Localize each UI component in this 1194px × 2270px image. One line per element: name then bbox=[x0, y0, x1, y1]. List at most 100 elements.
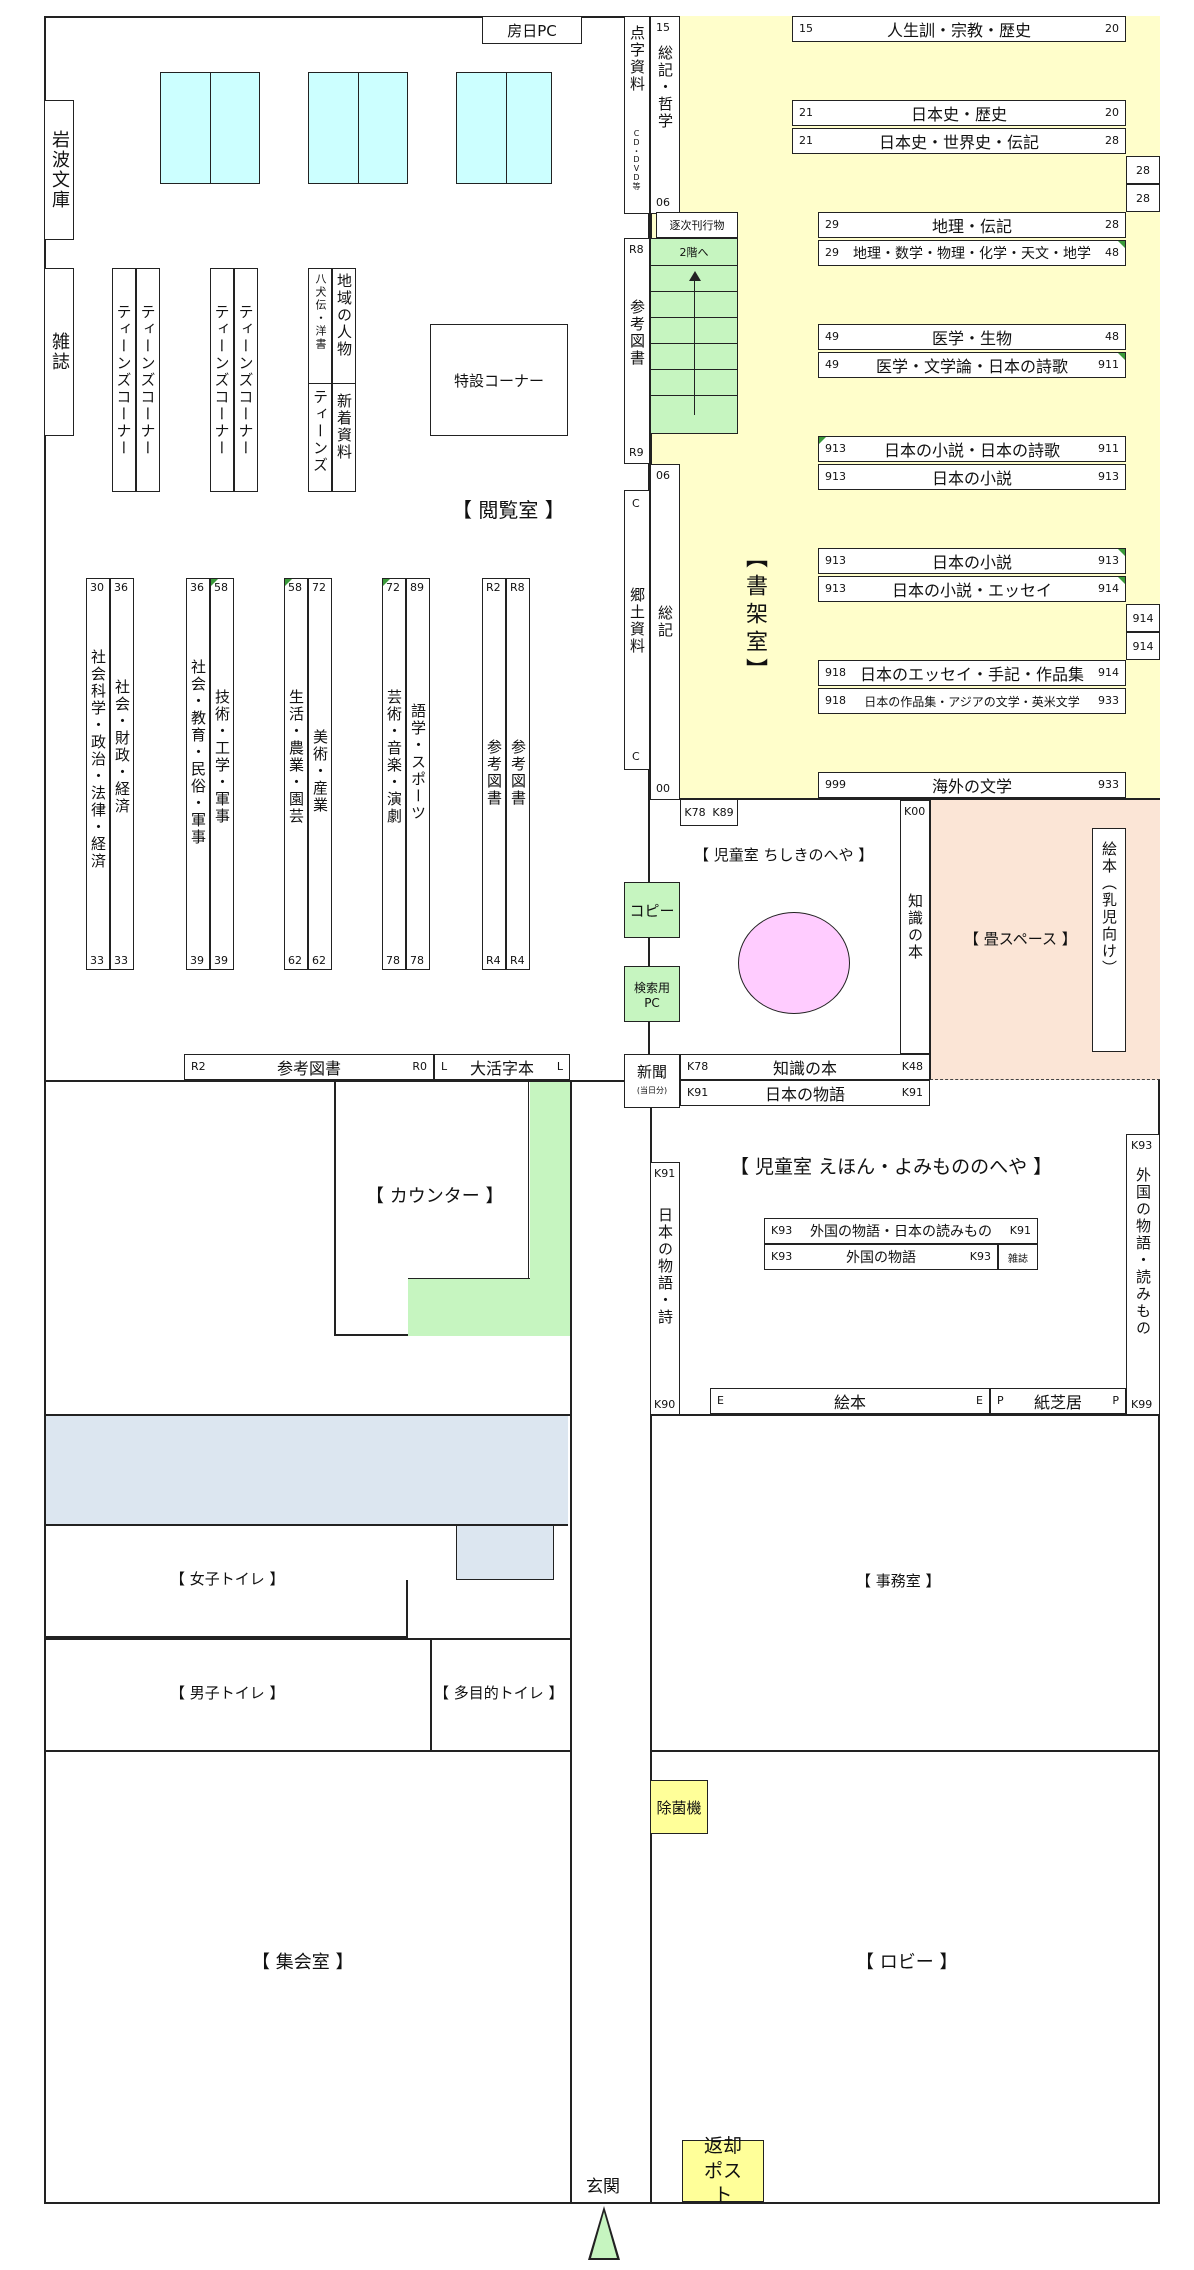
building-outline bbox=[44, 16, 1160, 2204]
teens-corner-shelf: ティーンズコーナー bbox=[112, 268, 136, 492]
local-history-shelf: C 郷土資料 C bbox=[624, 490, 650, 770]
floor-shelf-label: 社会・財政・経済 bbox=[113, 679, 131, 815]
entrance-label: 玄関 bbox=[586, 2177, 620, 2197]
new-items-label: 新着資料 bbox=[335, 393, 353, 461]
wall-code: 28 bbox=[1126, 184, 1160, 212]
local-people-shelf: 地域の人物 新着資料 bbox=[332, 268, 356, 492]
copy-machine[interactable]: コピー bbox=[624, 882, 680, 938]
foreign-stories-vertical-label: 外国の物語・読みもの bbox=[1134, 1167, 1152, 1337]
stairs-label: 2階へ bbox=[651, 239, 737, 266]
local-people-label: 地域の人物 bbox=[335, 273, 353, 358]
floor-shelf-label: 参考図書 bbox=[485, 739, 503, 807]
newspaper-shelf: 新聞 (当日分) bbox=[624, 1054, 680, 1108]
office-label: 【 事務室 】 bbox=[856, 1572, 941, 1590]
arrow-head-icon bbox=[689, 271, 701, 281]
multipurpose-restroom-label: 【 多目的トイレ 】 bbox=[434, 1684, 564, 1702]
return-post[interactable]: 返却ポスト bbox=[682, 2135, 764, 2206]
local-history-label: 郷土資料 bbox=[628, 587, 646, 655]
teens-corner-shelf: ティーンズコーナー bbox=[136, 268, 160, 492]
hakkenden-shelf: 八犬伝・洋書 ティーンズ bbox=[308, 268, 332, 492]
pc-label: 房日PC bbox=[482, 16, 582, 44]
floor-shelf-label: 社会・教育・民俗・軍事 bbox=[189, 659, 207, 846]
stairs-to-2f[interactable]: 2階へ bbox=[650, 238, 738, 434]
corridor-wall bbox=[570, 1080, 572, 2204]
reading-table bbox=[456, 72, 552, 184]
floor-shelf-label: 参考図書 bbox=[509, 739, 527, 807]
room-divider bbox=[44, 1638, 570, 1640]
room-divider bbox=[44, 1414, 570, 1416]
sokisho-top-label: 総記・哲学 bbox=[656, 45, 674, 130]
counter-label: 【 カウンター 】 bbox=[366, 1186, 504, 1207]
stack-room-label: 【書架室】 bbox=[742, 546, 767, 686]
magazine-island: 雑誌 bbox=[998, 1244, 1038, 1270]
floor-shelf-label: 語学・スポーツ bbox=[409, 703, 427, 822]
japanese-stories-vertical-label: 日本の物語・詩 bbox=[656, 1207, 674, 1326]
japanese-stories-vertical-shelf: K91 日本の物語・詩 K90 bbox=[650, 1162, 680, 1416]
chishiki-room-label: 【 児童室 ちしきのへや 】 bbox=[694, 846, 874, 864]
special-corner: 特設コーナー bbox=[430, 324, 568, 436]
women-restroom-label: 【 女子トイレ 】 bbox=[170, 1570, 285, 1588]
sokisho-shelf-top: 15 総記・哲学 06 bbox=[650, 16, 680, 214]
reading-table bbox=[160, 72, 260, 184]
ehon-room-label: 【 児童室 えほん・よみもののへや 】 bbox=[730, 1156, 1053, 1178]
sokisho-bottom-label: 総記 bbox=[656, 605, 674, 639]
chishiki-vertical-shelf: K00 知識の本 bbox=[900, 800, 930, 1054]
newspaper-sub-label: (当日分) bbox=[636, 1086, 668, 1095]
storage-small bbox=[456, 1526, 554, 1580]
lobby-label: 【 ロビー 】 bbox=[856, 1952, 958, 1973]
teens-label: ティーンズ bbox=[311, 389, 329, 474]
hakkenden-label: 八犬伝・洋書 bbox=[314, 273, 327, 351]
sterilizer: 除菌機 bbox=[650, 1780, 708, 1834]
reading-table bbox=[308, 72, 408, 184]
reference-vertical-shelf: R8 参考図書 R9 bbox=[624, 238, 650, 464]
floor-shelf-label: 美術・産業 bbox=[311, 729, 329, 814]
chishiki-vertical-label: 知識の本 bbox=[906, 893, 924, 961]
counter-desk-edge bbox=[408, 1278, 530, 1279]
room-divider bbox=[650, 1750, 1160, 1752]
corridor-wall bbox=[650, 1080, 652, 2204]
wall-code: 914 bbox=[1126, 632, 1160, 660]
reference-label: 参考図書 bbox=[628, 299, 646, 367]
braille-shelf: 点字資料 CD・DVD等 bbox=[624, 16, 650, 214]
floor-shelf-label: 生活・農業・園芸 bbox=[287, 689, 305, 825]
men-restroom-label: 【 男子トイレ 】 bbox=[170, 1684, 285, 1702]
wall-code: 28 bbox=[1126, 156, 1160, 184]
meeting-room-label: 【 集会室 】 bbox=[252, 1952, 354, 1973]
reading-room-label: 【 閲覧室 】 bbox=[452, 498, 565, 522]
teens-corner-shelf: ティーンズコーナー bbox=[234, 268, 258, 492]
sokisho-shelf-bottom: 06 総記 00 bbox=[650, 464, 680, 800]
magazine-shelf: 雑誌 bbox=[44, 268, 74, 436]
periodicals-label: 逐次刊行物 bbox=[656, 212, 738, 238]
floor-shelf-label: 芸術・音楽・演劇 bbox=[385, 689, 403, 825]
braille-sub-label: CD・DVD等 bbox=[632, 129, 641, 190]
tatami-label: 【 畳スペース 】 bbox=[964, 930, 1077, 948]
search-pc[interactable]: 検索用PC bbox=[624, 966, 680, 1022]
floor-shelf-label: 技術・工学・軍事 bbox=[213, 689, 231, 825]
counter-desk bbox=[408, 1278, 570, 1336]
newspaper-label: 新聞 bbox=[636, 1063, 667, 1081]
